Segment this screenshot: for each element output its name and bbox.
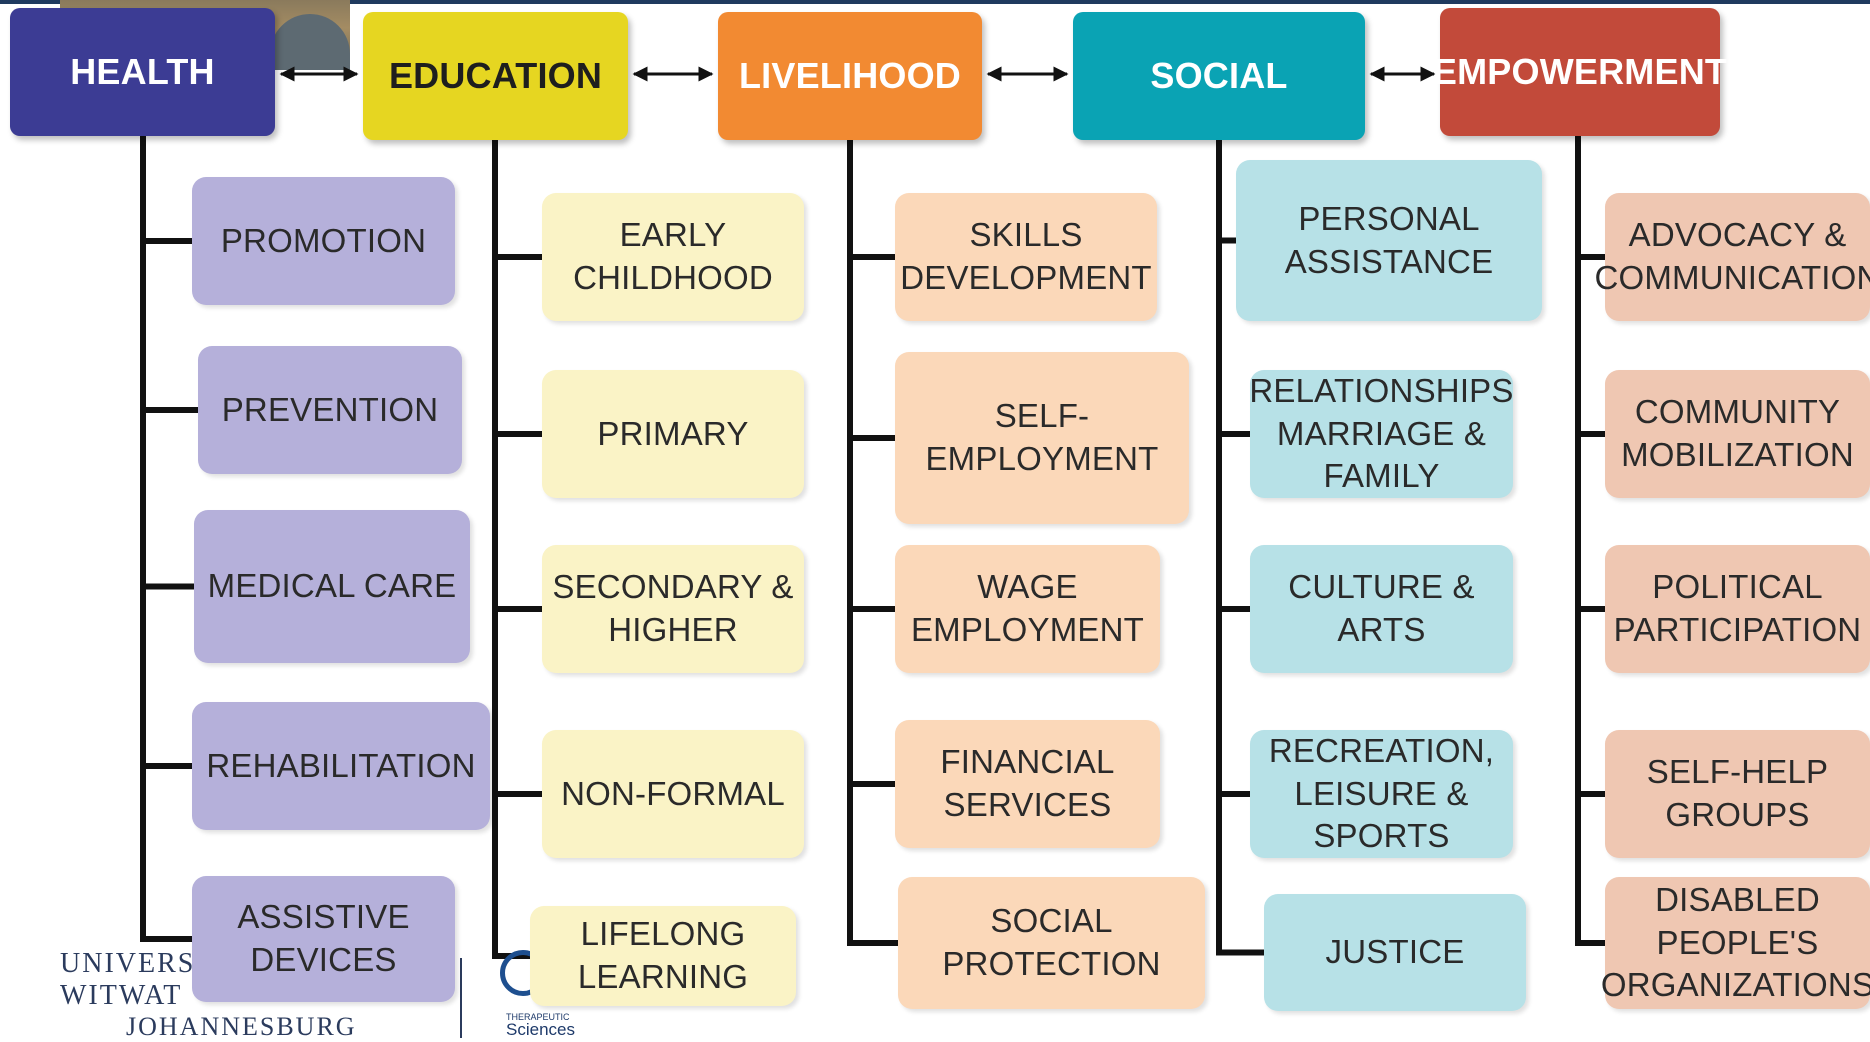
university-name: UNIVERS WITWAT (60, 948, 196, 1011)
header-social-label: SOCIAL (1150, 54, 1288, 96)
header-social: SOCIAL (1073, 12, 1365, 140)
node-health-2: PREVENTION (198, 346, 462, 474)
node-livelihood-2: SELF- EMPLOYMENT (895, 352, 1189, 524)
node-social-4: RECREATION, LEISURE & SPORTS (1250, 730, 1513, 858)
node-empowerment-2-label: COMMUNITY MOBILIZATION (1621, 393, 1854, 473)
node-social-1: PERSONAL ASSISTANCE (1236, 160, 1542, 321)
node-health-5: ASSISTIVE DEVICES (192, 876, 455, 1002)
node-health-3: MEDICAL CARE (194, 510, 470, 663)
node-social-1-label: PERSONAL ASSISTANCE (1284, 199, 1494, 280)
node-empowerment-3-label: POLITICAL PARTICIPATION (1613, 568, 1862, 648)
header-empowerment-label: EMPOWERMENT (1432, 50, 1728, 92)
logo-divider (460, 958, 462, 1038)
node-empowerment-4: SELF-HELP GROUPS (1605, 730, 1870, 858)
node-health-5-label: ASSISTIVE DEVICES (237, 898, 410, 978)
node-social-2-label: RELATIONSHIPS MARRIAGE & FAMILY (1249, 371, 1514, 495)
node-health-1-label: PROMOTION (220, 221, 427, 259)
node-health-1: PROMOTION (192, 177, 455, 305)
header-health-label: HEALTH (70, 50, 215, 92)
node-education-5-label: LIFELONG LEARNING (577, 915, 749, 995)
node-empowerment-5: DISABLED PEOPLE'S ORGANIZATIONS (1601, 877, 1870, 1009)
node-empowerment-3: POLITICAL PARTICIPATION (1605, 545, 1870, 673)
photo-hill (270, 14, 350, 70)
node-social-2: RELATIONSHIPS MARRIAGE & FAMILY (1249, 370, 1514, 498)
node-livelihood-4: FINANCIAL SERVICES (895, 720, 1160, 848)
top-rule (0, 0, 1870, 4)
node-social-5-label: JUSTICE (1325, 933, 1465, 971)
node-education-1: EARLY CHILDHOOD (542, 193, 804, 321)
node-health-4-label: REHABILITATION (206, 746, 476, 784)
node-livelihood-5-label: SOCIAL PROTECTION (942, 902, 1161, 982)
node-livelihood-3: WAGE EMPLOYMENT (895, 545, 1160, 673)
node-education-5: LIFELONG LEARNING (530, 906, 796, 1006)
node-health-3-label: MEDICAL CARE (207, 567, 457, 605)
node-livelihood-5: SOCIAL PROTECTION (898, 877, 1205, 1009)
node-education-2-label: PRIMARY (597, 414, 749, 452)
node-education-3: SECONDARY & HIGHER (542, 545, 804, 673)
node-empowerment-4-label: SELF-HELP GROUPS (1646, 753, 1829, 833)
node-livelihood-4-label: FINANCIAL SERVICES (940, 743, 1115, 823)
node-empowerment-2: COMMUNITY MOBILIZATION (1605, 370, 1870, 498)
partner-logo: THERAPEUTIC Sciences (496, 950, 606, 1039)
node-social-5: JUSTICE (1264, 894, 1526, 1011)
node-health-4: REHABILITATION (192, 702, 490, 830)
node-livelihood-1: SKILLS DEVELOPMENT (895, 193, 1157, 321)
header-livelihood: LIVELIHOOD (718, 12, 982, 140)
node-education-3-label: SECONDARY & HIGHER (552, 568, 794, 648)
node-livelihood-3-label: WAGE EMPLOYMENT (910, 568, 1145, 648)
node-social-3-label: CULTURE & ARTS (1288, 568, 1475, 648)
node-empowerment-1: ADVOCACY & COMMUNICATION (1594, 193, 1870, 321)
header-education-label: EDUCATION (388, 54, 603, 96)
node-health-2-label: PREVENTION (221, 390, 439, 428)
node-social-3: CULTURE & ARTS (1250, 545, 1513, 673)
node-education-4-label: NON-FORMAL (561, 774, 785, 812)
node-education-2: PRIMARY (542, 370, 804, 498)
header-livelihood-label: LIVELIHOOD (738, 54, 961, 96)
node-empowerment-5-label: DISABLED PEOPLE'S ORGANIZATIONS (1600, 880, 1870, 1004)
node-empowerment-1-label: ADVOCACY & COMMUNICATION (1594, 216, 1870, 296)
node-livelihood-1-label: SKILLS DEVELOPMENT (900, 216, 1152, 296)
university-city: JOHANNESBURG (126, 1012, 357, 1041)
header-education: EDUCATION (363, 12, 628, 140)
header-health: HEALTH (10, 8, 275, 136)
partner-name: Sciences (506, 1020, 575, 1039)
node-education-4: NON-FORMAL (542, 730, 804, 858)
header-empowerment: EMPOWERMENT (1433, 8, 1727, 136)
partner-small-text: THERAPEUTIC (506, 1012, 570, 1022)
node-livelihood-2-label: SELF- EMPLOYMENT (925, 397, 1159, 477)
node-social-4-label: RECREATION, LEISURE & SPORTS (1268, 731, 1495, 855)
university-logo: UNIVERS WITWAT JOHANNESBURG (60, 948, 470, 1041)
node-education-1-label: EARLY CHILDHOOD (573, 216, 773, 296)
